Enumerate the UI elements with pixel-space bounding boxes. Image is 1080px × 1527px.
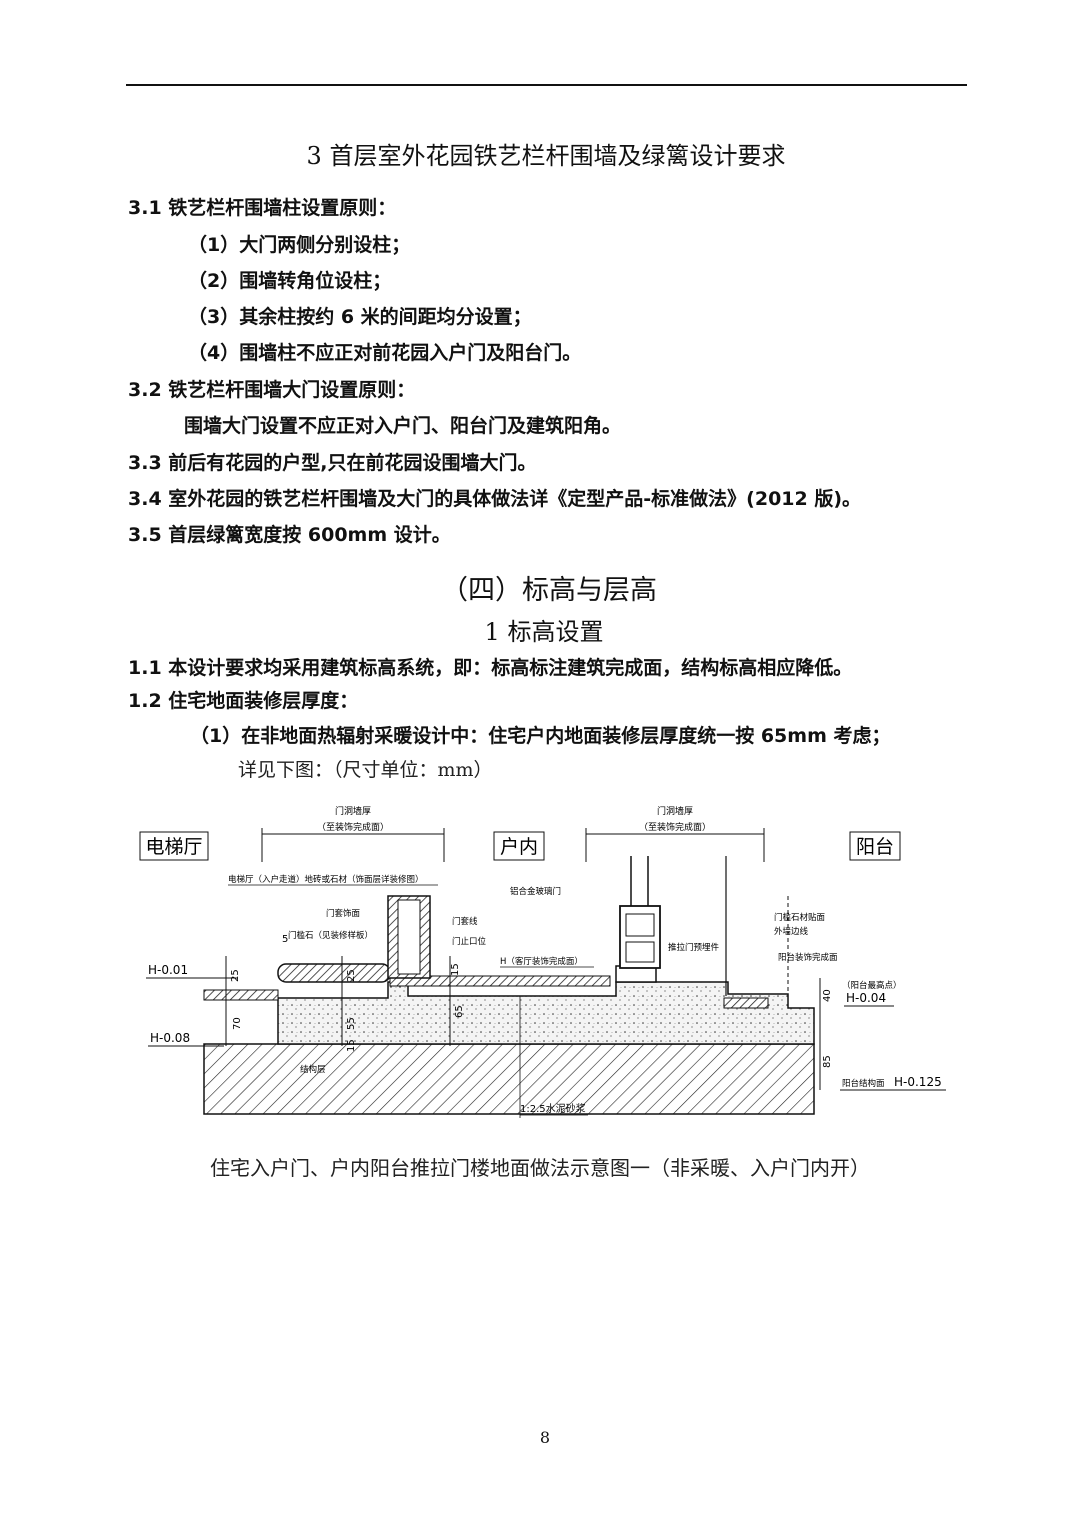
level-h-0-08: H-0.08 [150,1031,190,1045]
clause-3-2-body: 围墙大门设置不应正对入户门、阳台门及建筑阳角。 [184,415,622,437]
clause-3-5: 3.5 首层绿篱宽度按 600mm 设计。 [128,524,451,546]
clause-3-3: 3.3 前后有花园的户型,只在前花园设围墙大门。 [128,452,537,474]
door-frame-core [397,899,421,975]
figure-caption: 住宅入户门、户内阳台推拉门楼地面做法示意图一（非采暖、入户门内开） [210,1156,870,1180]
dim-label: 门洞墙厚 [657,805,693,817]
lobby-tile [203,989,279,1001]
balcony-finish [723,997,769,1009]
room-label-box [849,831,901,861]
callout-lobby-tile: 电梯厅（入户走道）地砖或石材（饰面层详装修图） [228,874,424,885]
callout-threshold: 门槛石（见装修样板） [288,930,373,941]
level-structure-label: 阳台结构面 [842,1078,885,1089]
subsection-1-title: 1 标高设置 [484,618,604,646]
dim-value: 25 [230,969,241,982]
callout-door-trim: 门套饰面 [326,908,361,919]
room-label-lobby: 电梯厅 [145,836,202,858]
dim-value: 15 [450,963,461,976]
callout-door-stop: 门止口位 [452,936,487,947]
floor-section-drawing: 门洞墙厚 （至装饰完成面） 门洞墙厚 （至装饰完成面） 电梯厅 户内 阳台 电梯… [139,805,946,1118]
dim-value: 5 [282,934,288,945]
level-h-0-125: H-0.125 [894,1075,942,1089]
callout-embedded: 推拉门预埋件 [668,942,720,953]
callout-living-finish: H（客厅装饰完成面） [500,956,583,967]
room-label-box [139,831,209,861]
dim-label: （至装饰完成面） [639,821,711,833]
room-label-balcony: 阳台 [856,836,894,858]
clause-3-2: 3.2 铁艺栏杆围墙大门设置原则： [128,379,416,401]
dim-value: 70 [232,1017,243,1030]
room-label-interior: 户内 [500,836,538,858]
callout-balcony-finish: 阳台装饰完成面 [778,952,838,963]
mortar-layer [204,981,815,1045]
callout-mortar: 1:2.5水泥砂浆 [520,1102,586,1115]
clause-3-4: 3.4 室外花园的铁艺栏杆围墙及大门的具体做法详《定型产品-标准做法》(2012… [128,488,862,510]
callout-structure: 结构层 [300,1064,326,1075]
clause-3-1-item: （3）其余柱按约 6 米的间距均分设置； [188,306,532,328]
dim-value: 55 [346,1017,357,1030]
dim-label: （至装饰完成面） [317,821,389,833]
dim-value: 85 [822,1055,833,1068]
callout-balcony-top: （阳台最高点） [842,980,902,991]
callout-glass-door: 铝合金玻璃门 [510,886,561,897]
clause-3-1-item: （4）围墙柱不应正对前花园入户门及阳台门。 [188,342,582,364]
drawing-note: 详见下图：（尺寸单位：mm） [238,759,493,781]
door-profile-upper [625,913,655,937]
level-h-0-04: H-0.04 [846,991,886,1005]
clause-1-2-item: （1）在非地面热辐射采暖设计中：住宅户内地面装修层厚度统一按 65mm 考虑； [190,725,891,747]
clause-3-1: 3.1 铁艺栏杆围墙柱设置原则： [128,197,397,219]
header-rule [126,84,967,86]
clause-3-1-item: （1）大门两侧分别设柱； [188,234,411,256]
living-room-finish [389,975,611,987]
threshold-stone [277,963,391,983]
dim-value: 65 [454,1005,465,1018]
door-profile-lower [625,941,655,963]
callout-threshold-facing: 门槛石材贴面 [774,912,826,923]
dim-value: 15 [346,1039,357,1052]
structural-slab [203,1043,815,1115]
clause-1-1: 1.1 本设计要求均采用建筑标高系统，即：标高标注建筑完成面，结构标高相应降低。 [128,657,853,679]
section-3-title: 3 首层室外花园铁艺栏杆围墙及绿篱设计要求 [306,142,786,170]
dim-label: 门洞墙厚 [335,805,371,817]
page-number: 8 [539,1428,551,1447]
level-h-0-01: H-0.01 [148,963,188,977]
room-label-box [493,831,545,861]
clause-1-2: 1.2 住宅地面装修层厚度： [128,690,359,712]
section-4-title: （四）标高与层高 [441,575,657,606]
callout-door-casing: 门套线 [452,916,478,927]
clause-3-1-item: （2）围墙转角位设柱； [188,270,392,292]
dim-value: 25 [346,969,357,982]
callout-outer-wall: 外墙边线 [774,926,809,937]
dim-value: 40 [822,989,833,1002]
